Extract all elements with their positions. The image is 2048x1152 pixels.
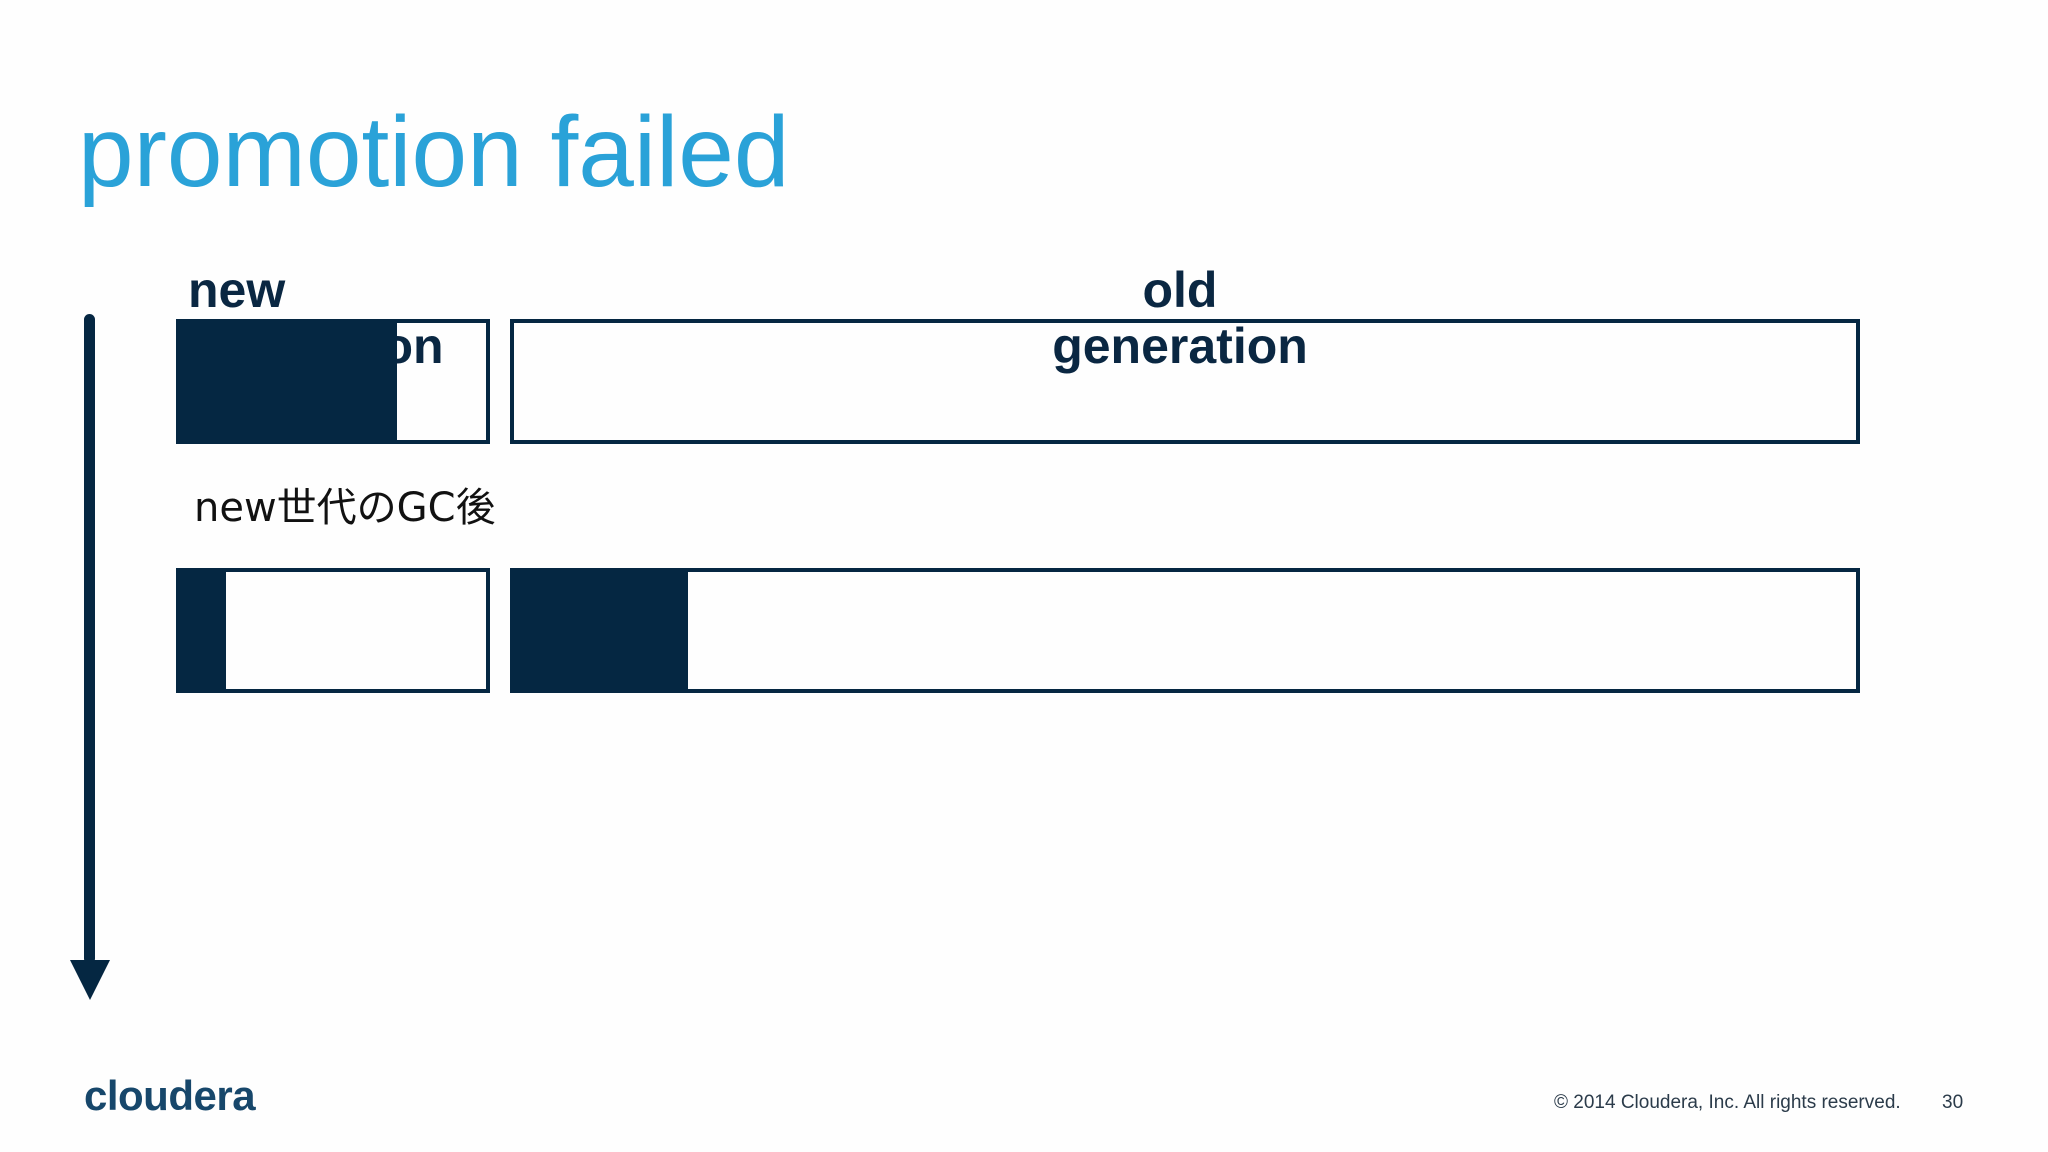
new-generation-box-before bbox=[176, 319, 490, 444]
slide-title: promotion failed bbox=[78, 96, 790, 208]
old-generation-box-after bbox=[510, 568, 1860, 693]
cloudera-logo: cloudera bbox=[84, 1072, 256, 1119]
time-arrow-shaft bbox=[84, 314, 95, 964]
after-new-gc-label: new世代のGC後 bbox=[194, 485, 496, 531]
new-generation-fill-after bbox=[180, 572, 226, 689]
new-generation-fill-before bbox=[180, 323, 398, 440]
page-number: 30 bbox=[1942, 1092, 1964, 1113]
copyright-text: © 2014 Cloudera, Inc. All rights reserve… bbox=[1554, 1092, 1901, 1113]
old-generation-box-before bbox=[510, 319, 1860, 444]
time-arrow-head bbox=[70, 960, 110, 1000]
old-generation-label: old generation bbox=[1052, 262, 1308, 374]
new-generation-box-after bbox=[176, 568, 490, 693]
old-generation-fill-after bbox=[514, 572, 689, 689]
